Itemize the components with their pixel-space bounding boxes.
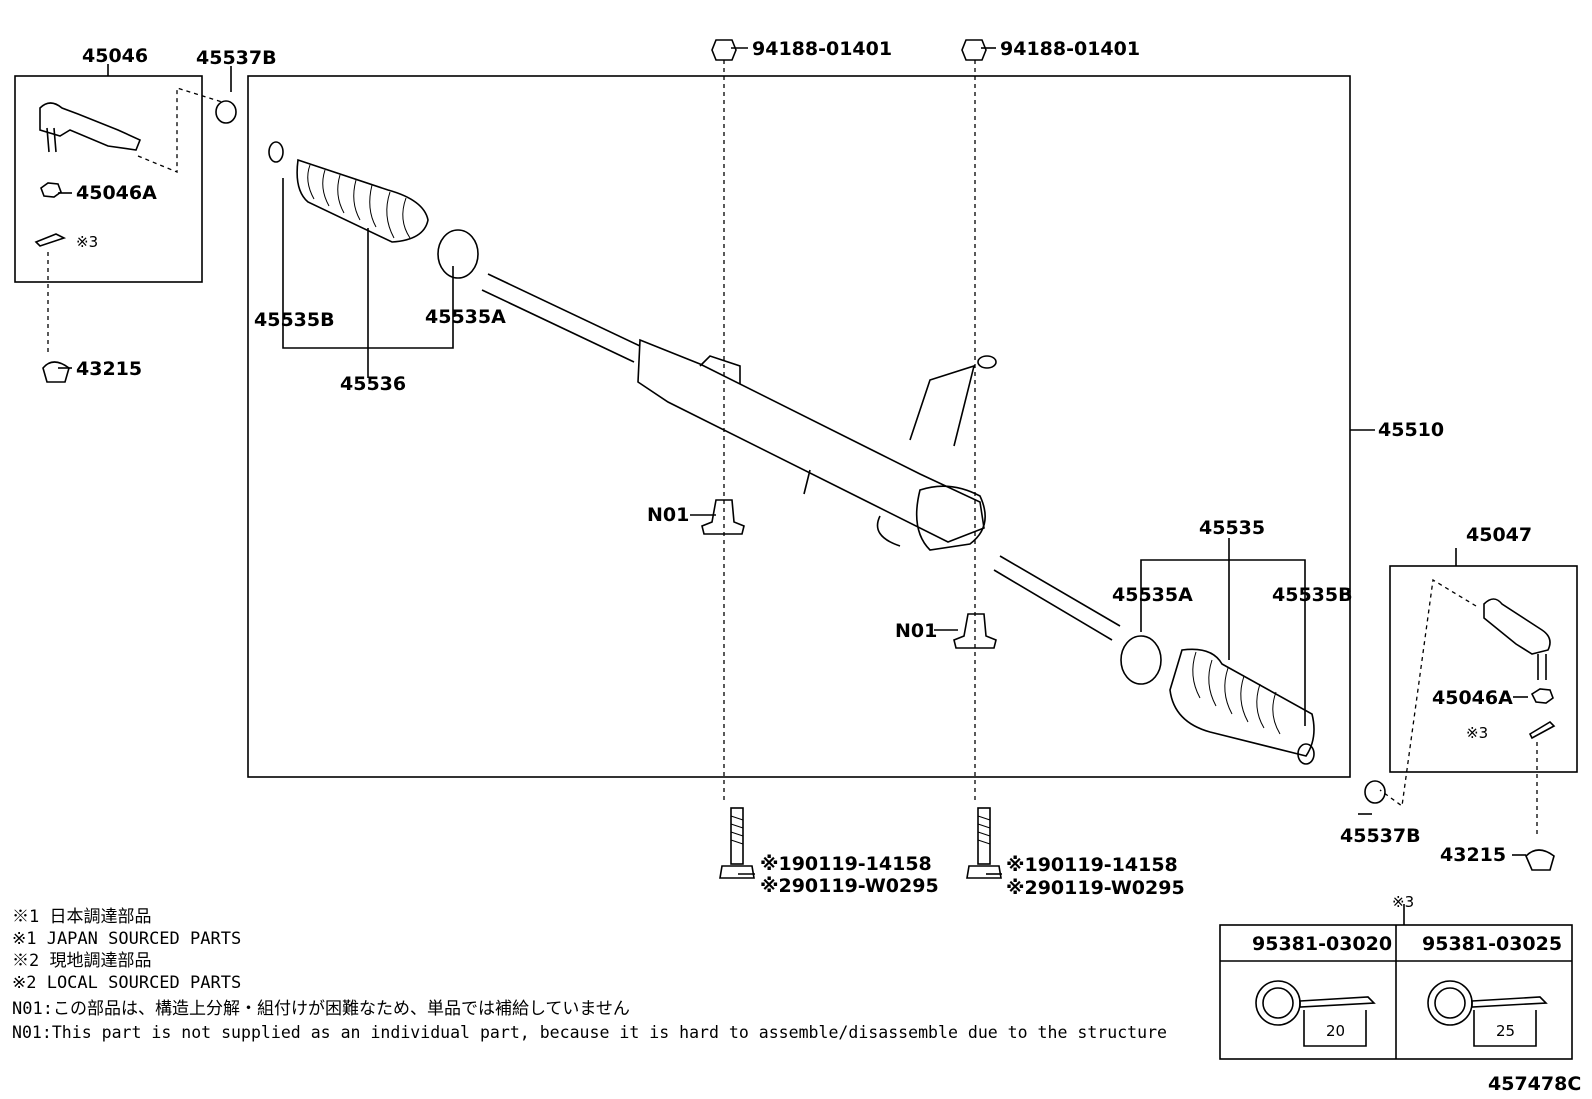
label-45535A-right: 45535A <box>1112 584 1193 606</box>
label-45510: 45510 <box>1378 419 1444 441</box>
label-bolt-b1: ※190119-14158 <box>1006 854 1178 876</box>
label-45535: 45535 <box>1199 517 1265 539</box>
label-bolt-a1: ※190119-14158 <box>760 853 932 875</box>
left-tie-rod-frame <box>14 75 203 283</box>
boot-right-shape <box>1169 648 1315 757</box>
note-6: N01:This part is not supplied as an indi… <box>12 1023 1167 1043</box>
label-43215-right: 43215 <box>1440 844 1506 866</box>
pin-table-col2: 95381-03025 <box>1422 933 1562 955</box>
label-bolt-b2: ※290119-W0295 <box>1006 877 1185 899</box>
label-43215-left: 43215 <box>76 358 142 380</box>
note-4: ※2 LOCAL SOURCED PARTS <box>12 973 241 993</box>
right-tie-rod-frame <box>1389 565 1578 773</box>
label-45046A-left: 45046A <box>76 182 157 204</box>
label-45536: 45536 <box>340 373 406 395</box>
label-ref3-right: ※3 <box>1466 724 1488 742</box>
pin-table-marker: ※3 <box>1392 893 1414 911</box>
label-45047: 45047 <box>1466 524 1532 546</box>
label-45046: 45046 <box>82 45 148 67</box>
label-45537B-right: 45537B <box>1340 825 1421 847</box>
label-bolt-a2: ※290119-W0295 <box>760 875 939 897</box>
pin-table-col1: 95381-03020 <box>1252 933 1392 955</box>
label-ref3-left: ※3 <box>76 233 98 251</box>
tie-rod-end-right-shape <box>1483 598 1551 655</box>
pin-dim-1: 20 <box>1326 1022 1345 1040</box>
tie-rod-end-left-shape <box>39 102 142 151</box>
label-45535A-left: 45535A <box>425 306 506 328</box>
label-94188-b: 94188-01401 <box>1000 38 1140 60</box>
diagram-id: 457478C <box>1488 1073 1581 1095</box>
label-N01-b: N01 <box>895 620 937 642</box>
note-1: ※1 日本調達部品 <box>12 907 151 927</box>
note-5: N01:この部品は、構造上分解・組付けが困難なため、単品では補給していません <box>12 999 630 1019</box>
label-94188-a: 94188-01401 <box>752 38 892 60</box>
assembly-frame <box>247 75 1351 778</box>
boot-left-shape <box>296 158 429 243</box>
rack-housing-shape <box>637 338 985 543</box>
label-N01-a: N01 <box>647 504 689 526</box>
pin-dim-2: 25 <box>1496 1022 1515 1040</box>
label-45046A-right: 45046A <box>1432 687 1513 709</box>
label-45537B-left: 45537B <box>196 47 277 69</box>
label-45535B-left: 45535B <box>254 309 335 331</box>
note-2: ※1 JAPAN SOURCED PARTS <box>12 929 241 949</box>
note-3: ※2 現地調達部品 <box>12 951 151 971</box>
label-45535B-right: 45535B <box>1272 584 1353 606</box>
